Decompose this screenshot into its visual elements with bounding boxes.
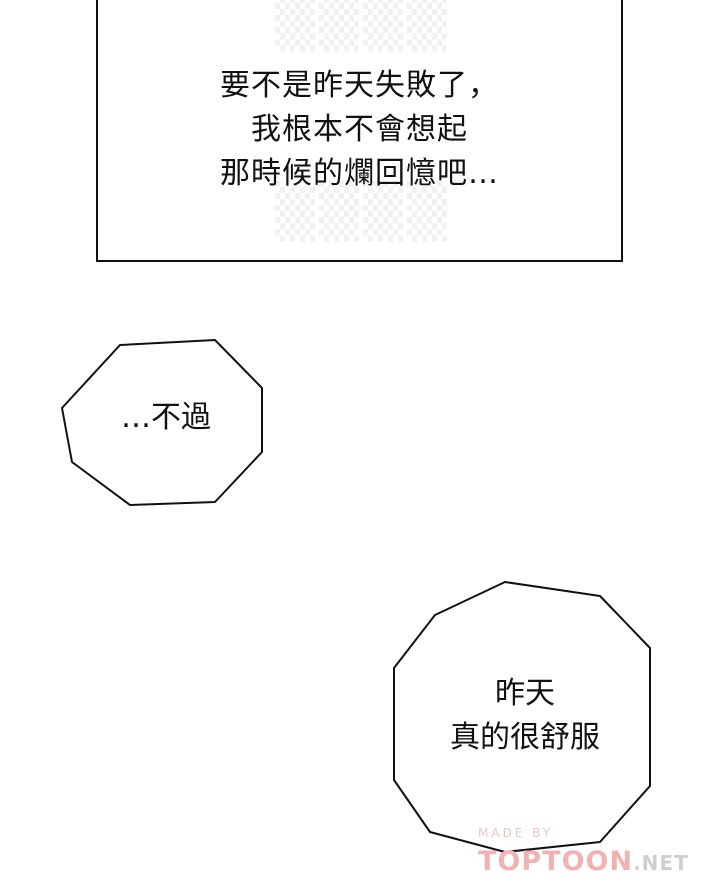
background-sfx-decoration: ▒▒▒▒	[275, 182, 451, 242]
watermark-brand: TOPTOON	[478, 846, 634, 877]
speech-line: 真的很舒服	[450, 720, 600, 755]
background-sfx-decoration: ▒▒▒▒	[275, 0, 451, 52]
narration-line: 我根本不會想起	[251, 112, 468, 147]
watermark-suffix: .NET	[633, 851, 689, 875]
narration-line: 那時候的爛回憶吧…	[220, 156, 499, 191]
narration-box: ▒▒▒▒ ▒▒▒▒ 要不是昨天失敗了， 我根本不會想起 那時候的爛回憶吧…	[96, 0, 623, 262]
speech-bubble-2-text: 昨天 真的很舒服	[395, 672, 655, 760]
speech-line: 昨天	[495, 676, 555, 711]
speech-bubble-2-outline	[393, 581, 651, 853]
watermark-made-by: MADE BY	[478, 826, 554, 840]
speech-bubble-1-outline	[61, 339, 263, 506]
narration-line: 要不是昨天失敗了，	[220, 68, 499, 103]
speech-bubble-1-text: …不過	[121, 400, 211, 435]
narration-text: 要不是昨天失敗了， 我根本不會想起 那時候的爛回憶吧…	[98, 64, 621, 196]
watermark-logo: TOPTOON.NET	[478, 846, 689, 877]
